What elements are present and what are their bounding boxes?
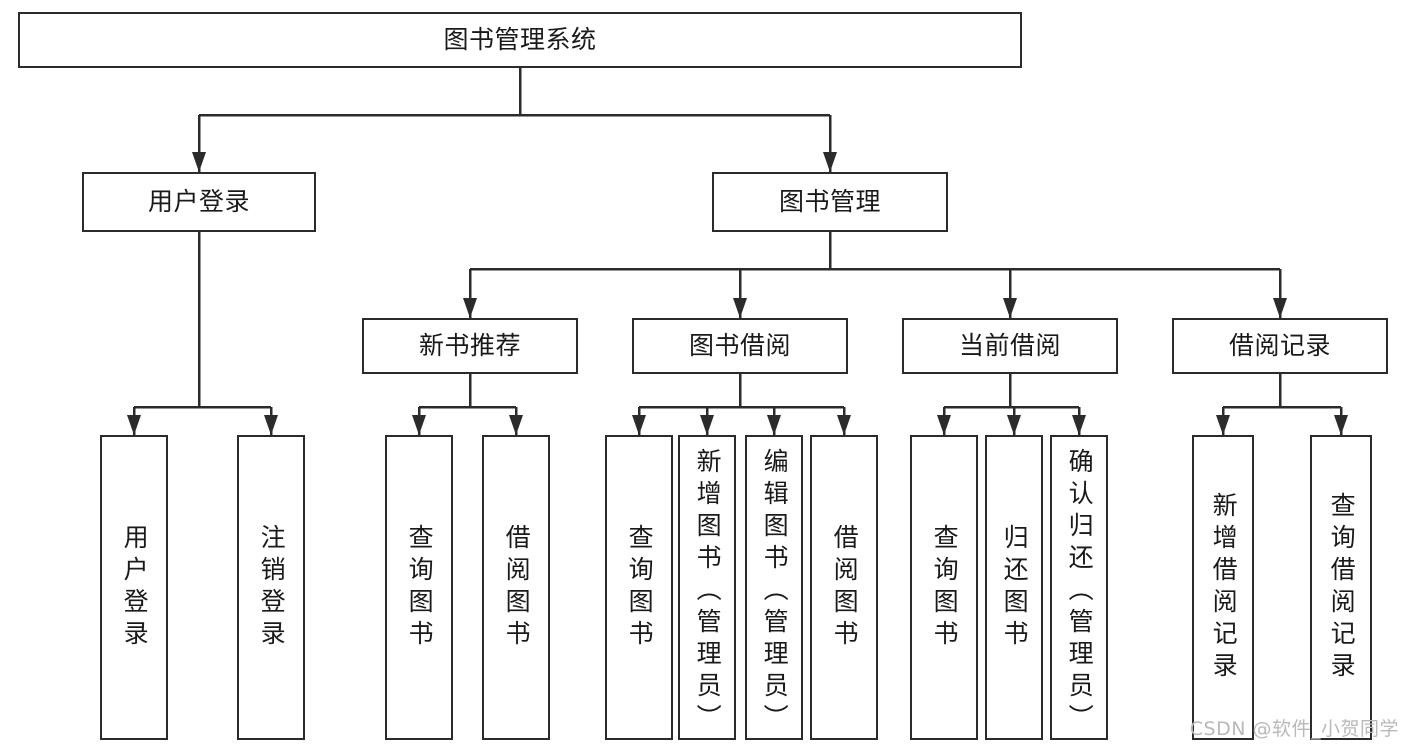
arrowhead-l2-current — [1003, 298, 1017, 318]
arrowhead-l3-a1 — [127, 415, 141, 435]
arrowhead-l3-c3 — [767, 415, 781, 435]
node-label: 当前借阅 — [958, 330, 1061, 360]
arrowhead-l2-borrow — [733, 298, 747, 318]
node-label: 新增借阅记录 — [1209, 491, 1239, 684]
node-label: 图书借阅 — [688, 330, 791, 360]
arrowhead-l3-d1 — [937, 415, 951, 435]
node-label: 归还图书 — [1000, 523, 1030, 652]
arrowhead-l3-b1 — [412, 415, 426, 435]
node-l3-c4[interactable]: 借阅图书 — [810, 435, 878, 740]
node-label: 编辑图书（管理员） — [760, 447, 790, 736]
node-root[interactable]: 图书管理系统 — [18, 12, 1022, 68]
node-l2-borrow[interactable]: 图书借阅 — [632, 318, 848, 374]
arrowhead-l2-newbook — [463, 298, 477, 318]
node-l3-c3[interactable]: 编辑图书（管理员） — [745, 435, 803, 740]
node-label: 用户登录 — [120, 523, 150, 652]
arrowhead-l3-b2 — [509, 415, 523, 435]
node-label: 借阅图书 — [830, 523, 860, 652]
arrowhead-l3-c4 — [837, 415, 851, 435]
node-label: 用户登录 — [147, 186, 250, 216]
arrowhead-l3-d3 — [1072, 415, 1086, 435]
node-label: 确认归还（管理员） — [1065, 447, 1095, 736]
arrowhead-l3-c1 — [632, 415, 646, 435]
node-label: 查询图书 — [930, 523, 960, 652]
arrowhead-l3-a2 — [264, 415, 278, 435]
arrowhead-l3-e1 — [1216, 415, 1230, 435]
node-l2-current[interactable]: 当前借阅 — [902, 318, 1118, 374]
node-l1-books[interactable]: 图书管理 — [712, 172, 948, 232]
node-l3-a1[interactable]: 用户登录 — [100, 435, 168, 740]
arrowhead-l3-c2 — [700, 415, 714, 435]
node-label: 借阅记录 — [1228, 330, 1331, 360]
node-label: 新增图书（管理员） — [693, 447, 723, 736]
node-label: 新书推荐 — [418, 330, 521, 360]
node-l3-b2[interactable]: 借阅图书 — [482, 435, 550, 740]
node-label: 注销登录 — [257, 523, 287, 652]
node-l3-e1[interactable]: 新增借阅记录 — [1192, 435, 1254, 740]
node-label: 图书管理 — [778, 186, 881, 216]
node-l2-newbook[interactable]: 新书推荐 — [362, 318, 578, 374]
node-l1-login[interactable]: 用户登录 — [82, 172, 316, 232]
node-l3-b1[interactable]: 查询图书 — [385, 435, 453, 740]
node-l3-c1[interactable]: 查询图书 — [605, 435, 673, 740]
node-label: 查询图书 — [625, 523, 655, 652]
node-l3-d2[interactable]: 归还图书 — [985, 435, 1043, 740]
node-l2-record[interactable]: 借阅记录 — [1172, 318, 1388, 374]
node-l3-e2[interactable]: 查询借阅记录 — [1310, 435, 1372, 740]
arrowhead-l1-login — [192, 152, 206, 172]
arrowhead-l3-e2 — [1334, 415, 1348, 435]
node-label: 查询图书 — [405, 523, 435, 652]
arrowhead-l2-record — [1273, 298, 1287, 318]
node-label: 借阅图书 — [502, 523, 532, 652]
arrowhead-l3-d2 — [1007, 415, 1021, 435]
watermark-label: CSDN @软件_小贺同学 — [1189, 718, 1399, 740]
node-label: 查询借阅记录 — [1327, 491, 1357, 684]
node-l3-a2[interactable]: 注销登录 — [237, 435, 305, 740]
node-label: 图书管理系统 — [443, 24, 597, 54]
node-l3-c2[interactable]: 新增图书（管理员） — [678, 435, 736, 740]
arrowhead-l1-books — [823, 152, 837, 172]
node-l3-d1[interactable]: 查询图书 — [910, 435, 978, 740]
node-l3-d3[interactable]: 确认归还（管理员） — [1050, 435, 1108, 740]
